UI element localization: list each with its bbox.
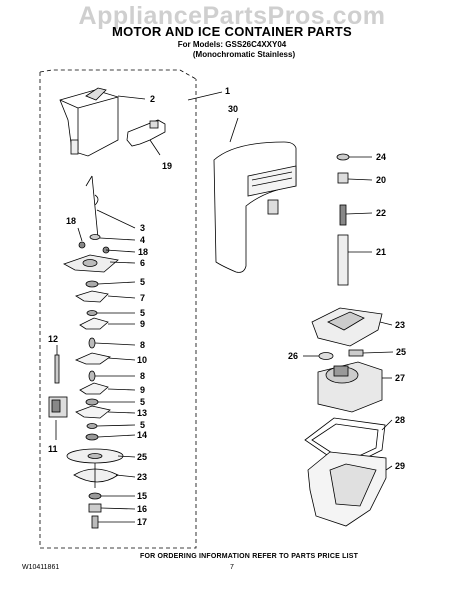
callout: 14 xyxy=(137,430,147,440)
part-18-nut-left xyxy=(78,241,86,249)
callout: 23 xyxy=(395,320,405,330)
callout: 9 xyxy=(140,385,145,395)
callout: 30 xyxy=(228,104,238,114)
part-17 xyxy=(91,515,99,529)
callout: 5 xyxy=(140,277,145,287)
callout: 6 xyxy=(140,258,145,268)
callout: 16 xyxy=(137,504,147,514)
part-6-blade xyxy=(63,254,119,273)
shaft xyxy=(91,175,99,239)
models-line: For Models: GSS26C4XXY04 xyxy=(177,40,287,49)
callout: 23 xyxy=(137,472,147,482)
variant-line: (Monochromatic Stainless) xyxy=(192,50,296,59)
callout: 1 xyxy=(225,86,230,96)
callout-labels: 1 2 19 30 3 4 18 18 6 5 7 5 9 8 10 8 9 5… xyxy=(48,86,406,527)
callout: 13 xyxy=(137,408,147,418)
callout: 11 xyxy=(48,444,58,454)
part-23-auger-left xyxy=(73,463,119,488)
ordering-info: FOR ORDERING INFORMATION REFER TO PARTS … xyxy=(140,553,359,560)
part-16 xyxy=(88,503,102,513)
callout: 24 xyxy=(376,152,386,162)
callout: 5 xyxy=(140,420,145,430)
callout: 8 xyxy=(140,371,145,381)
part-24 xyxy=(336,153,350,161)
callout: 21 xyxy=(376,247,386,257)
callout: 26 xyxy=(288,351,298,361)
callout: 25 xyxy=(396,347,406,357)
callout: 9 xyxy=(140,319,145,329)
part-11-block xyxy=(48,396,68,418)
callout: 12 xyxy=(48,334,58,344)
part-12 xyxy=(54,354,60,384)
callout: 4 xyxy=(140,235,145,245)
part-25-gasket xyxy=(348,349,364,357)
part-2-cover xyxy=(59,87,119,157)
part-19-bracket xyxy=(126,119,166,147)
callout: 3 xyxy=(140,223,145,233)
part-22 xyxy=(339,204,347,226)
blade-stack xyxy=(74,280,111,441)
part-30-housing xyxy=(213,141,297,273)
assembly-outline-top xyxy=(39,69,197,80)
part-29-housing xyxy=(307,451,387,527)
callout: 19 xyxy=(162,161,172,171)
part-23-cover-right xyxy=(311,307,383,347)
part-26 xyxy=(318,352,334,360)
part-25-disk xyxy=(66,448,124,464)
part-20 xyxy=(337,172,349,184)
part-15 xyxy=(88,492,102,500)
callout: 2 xyxy=(150,94,155,104)
callout: 7 xyxy=(140,293,145,303)
part-27-motor xyxy=(317,361,383,413)
part-21 xyxy=(337,234,349,286)
callout: 5 xyxy=(140,308,145,318)
callout: 27 xyxy=(395,373,405,383)
callout: 18 xyxy=(138,247,148,257)
callout: 25 xyxy=(137,452,147,462)
callout: 28 xyxy=(395,415,405,425)
callout: 15 xyxy=(137,491,147,501)
document-number: W10411861 xyxy=(22,564,60,571)
callout: 5 xyxy=(140,397,145,407)
callout: 20 xyxy=(376,175,386,185)
callout: 17 xyxy=(137,517,147,527)
callout: 8 xyxy=(140,340,145,350)
callout: 29 xyxy=(395,461,405,471)
assembly-outline xyxy=(39,72,197,549)
callout: 22 xyxy=(376,208,386,218)
callout: 18 xyxy=(66,216,76,226)
page-title: MOTOR AND ICE CONTAINER PARTS xyxy=(111,24,353,39)
callout: 10 xyxy=(137,355,147,365)
part-4 xyxy=(89,234,101,240)
page-number: 7 xyxy=(230,564,234,571)
watermark: AppliancePartsPros.com xyxy=(78,2,386,30)
leader-lines xyxy=(55,91,394,523)
